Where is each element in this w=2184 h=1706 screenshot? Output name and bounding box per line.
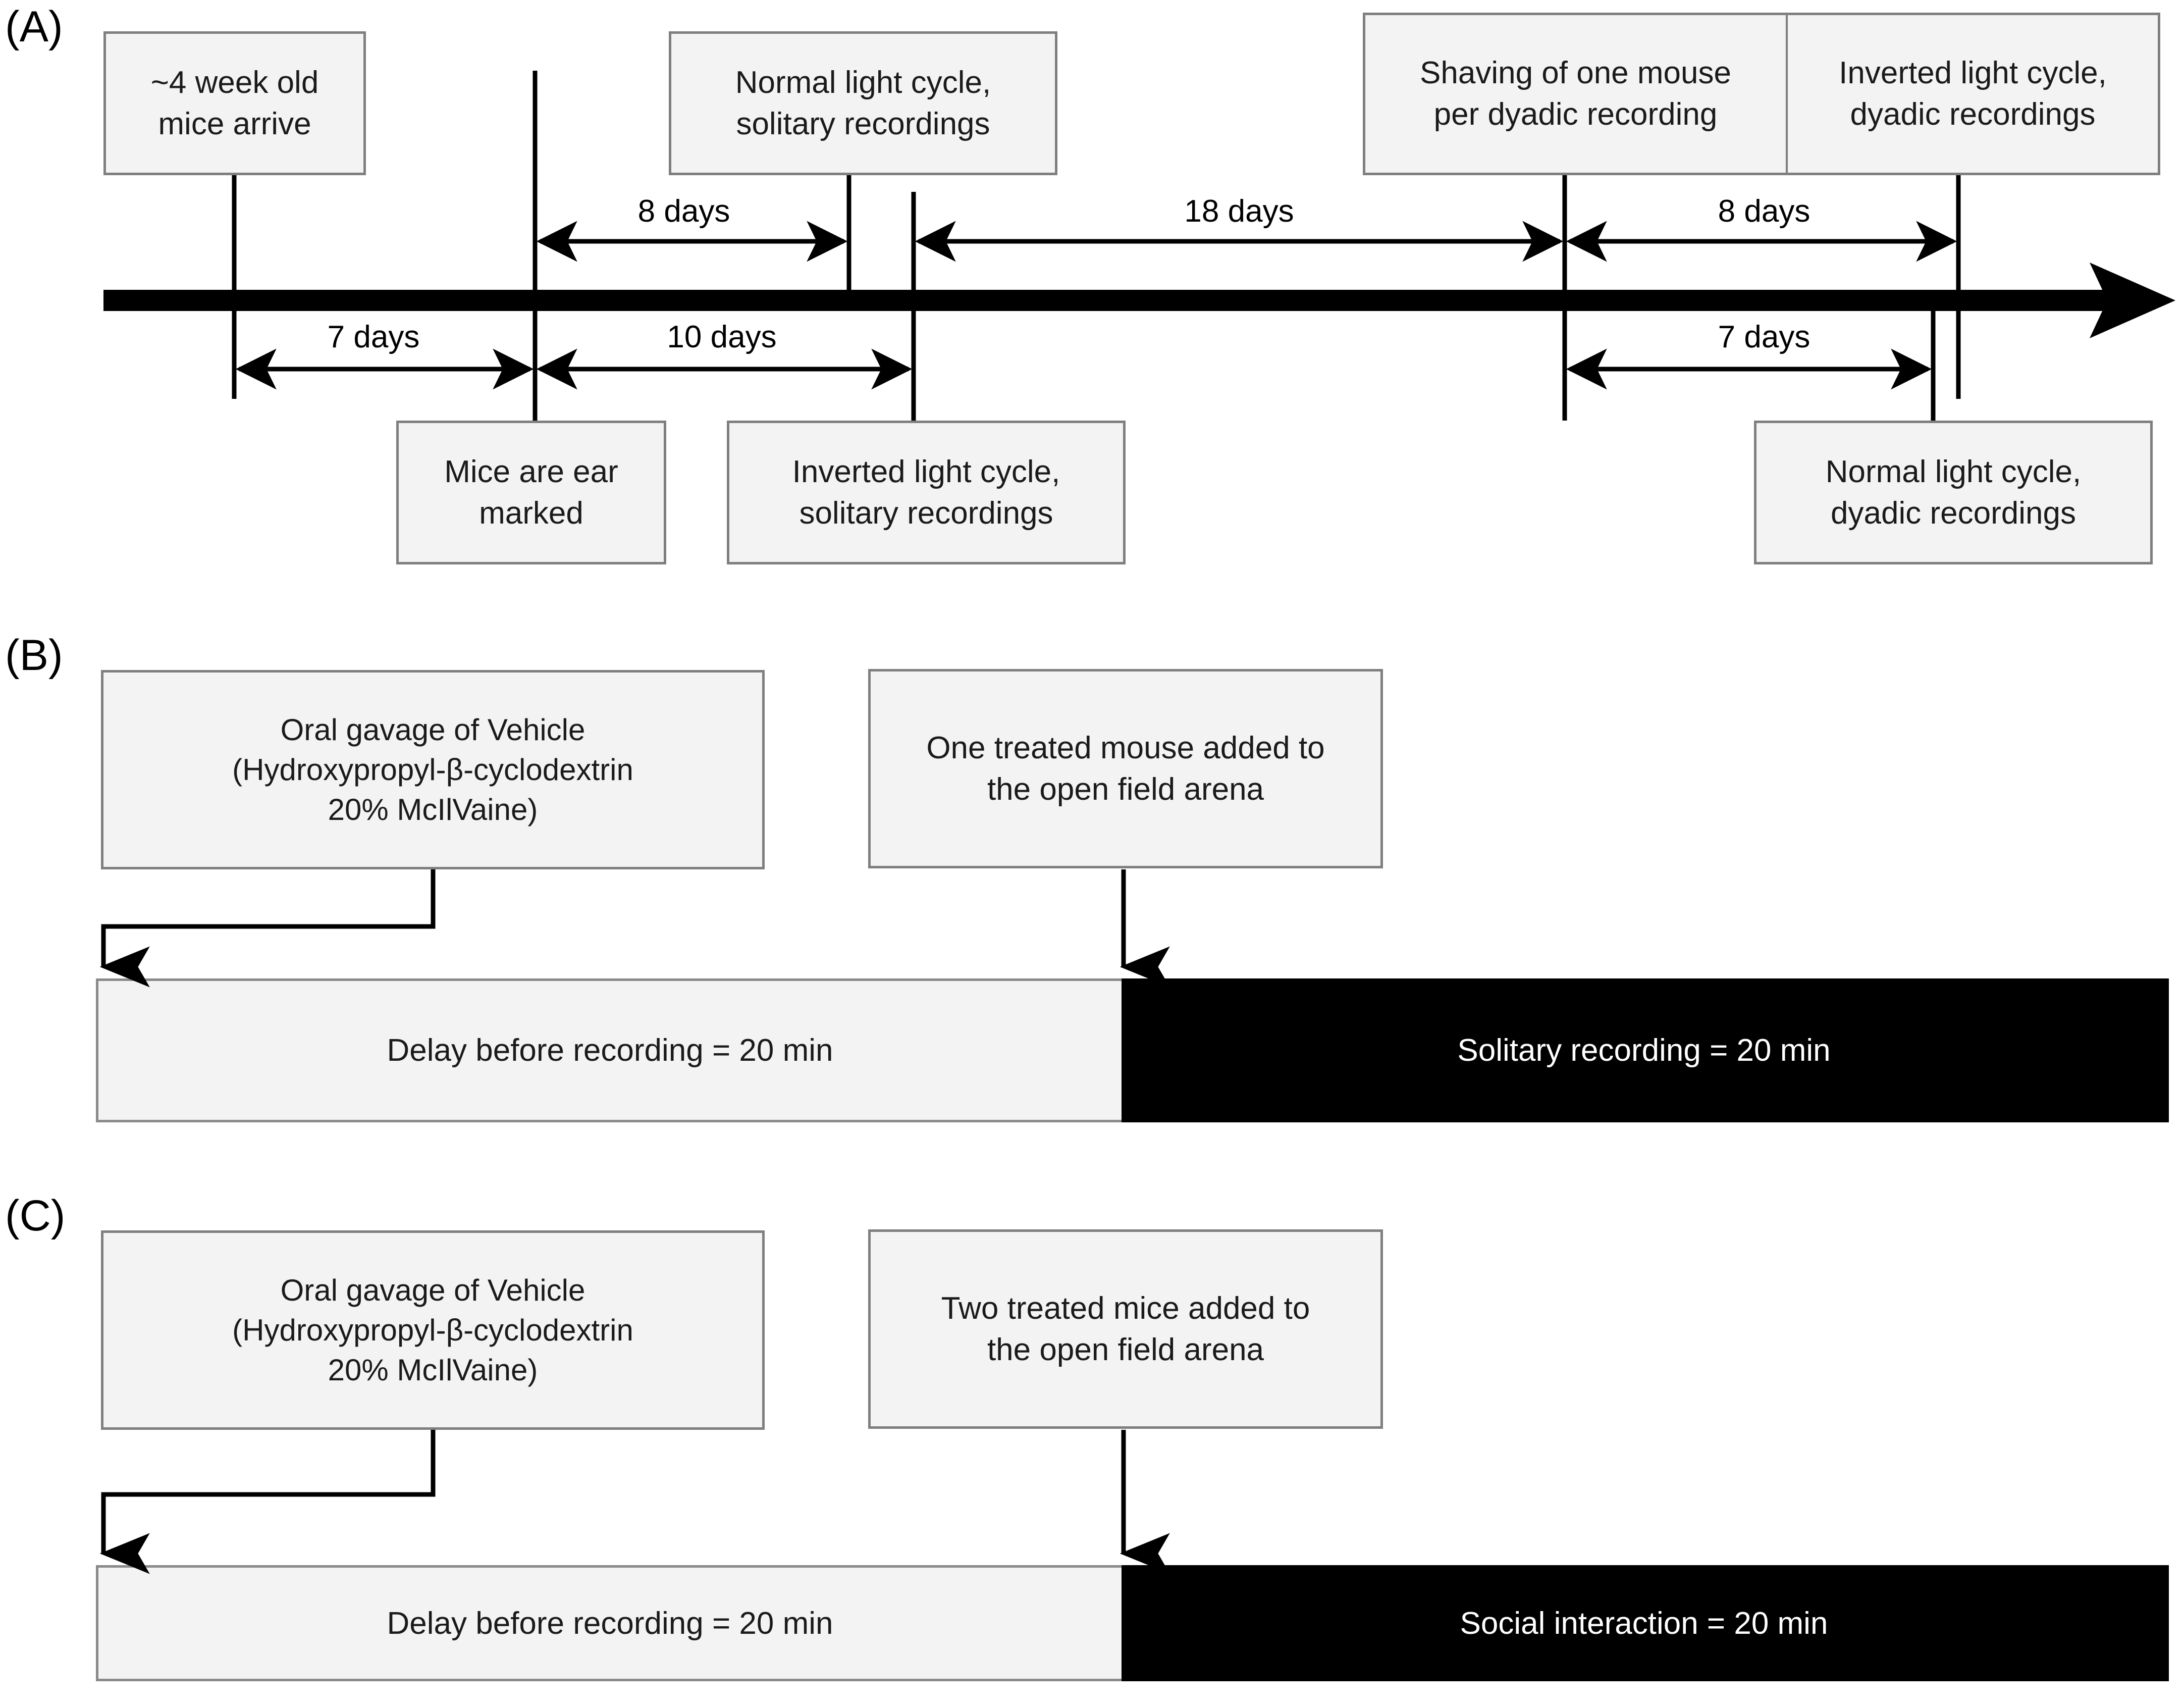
- box-shaving-label: Shaving of one mouse per dyadic recordin…: [1420, 56, 1731, 132]
- box-normal-light-dyadic: Normal light cycle, dyadic recordings: [1754, 421, 2153, 564]
- box-normal-light-solitary: Normal light cycle, solitary recordings: [669, 31, 1057, 175]
- box-gavage-vehicle-b-label: Oral gavage of Vehicle (Hydroxypropyl-β-…: [232, 712, 633, 827]
- timeline-arrowhead: [2090, 263, 2175, 338]
- bar-delay-b: Delay before recording = 20 min: [96, 978, 1122, 1122]
- duration-label-8-days-first: 8 days: [637, 194, 730, 229]
- box-inverted-light-solitary: Inverted light cycle, solitary recording…: [727, 421, 1126, 564]
- box-gavage-vehicle-c: Oral gavage of Vehicle (Hydroxypropyl-β-…: [101, 1230, 765, 1430]
- panel-letter-b: (B): [5, 631, 63, 680]
- box-one-mouse-arena: One treated mouse added to the open fiel…: [868, 669, 1383, 868]
- panel-letter-a: (A): [5, 3, 63, 51]
- duration-label-10-days: 10 days: [667, 320, 777, 354]
- box-normal-light-dyadic-label: Normal light cycle, dyadic recordings: [1825, 454, 2082, 531]
- bar-social-interaction: Social interaction = 20 min: [1122, 1565, 2169, 1681]
- panel-letter-c: (C): [5, 1192, 66, 1240]
- box-normal-light-solitary-label: Normal light cycle, solitary recordings: [735, 65, 991, 141]
- box-mice-arrive: ~4 week old mice arrive: [103, 31, 366, 175]
- box-gavage-vehicle-c-label: Oral gavage of Vehicle (Hydroxypropyl-β-…: [232, 1273, 633, 1387]
- box-inverted-light-dyadic-label: Inverted light cycle, dyadic recordings: [1839, 56, 2107, 132]
- box-gavage-vehicle-b: Oral gavage of Vehicle (Hydroxypropyl-β-…: [101, 670, 765, 869]
- box-mice-arrive-label: ~4 week old mice arrive: [150, 65, 319, 141]
- connector-gavage-to-delay-c: [99, 1430, 436, 1574]
- duration-label-8-days-second: 8 days: [1718, 194, 1810, 229]
- box-inverted-light-dyadic: Inverted light cycle, dyadic recordings: [1787, 13, 2160, 175]
- box-one-mouse-arena-label: One treated mouse added to the open fiel…: [926, 730, 1325, 807]
- bar-delay-c: Delay before recording = 20 min: [96, 1565, 1122, 1681]
- panel-b-connectors: [99, 869, 1170, 988]
- panel-c-connectors: [99, 1430, 1170, 1574]
- duration-label-7-days-first: 7 days: [327, 320, 420, 354]
- box-ear-marked: Mice are ear marked: [396, 421, 666, 564]
- box-inverted-light-solitary-label: Inverted light cycle, solitary recording…: [792, 454, 1060, 531]
- connector-gavage-to-delay-b: [99, 869, 436, 988]
- bar-solitary-recording: Solitary recording = 20 min: [1122, 978, 2169, 1122]
- box-ear-marked-label: Mice are ear marked: [444, 454, 618, 531]
- box-two-mice-arena-label: Two treated mice added to the open field…: [941, 1290, 1310, 1367]
- box-two-mice-arena: Two treated mice added to the open field…: [868, 1229, 1383, 1429]
- box-shaving: Shaving of one mouse per dyadic recordin…: [1363, 13, 1787, 175]
- duration-label-18-days: 18 days: [1184, 194, 1294, 229]
- duration-label-7-days-second: 7 days: [1718, 320, 1810, 354]
